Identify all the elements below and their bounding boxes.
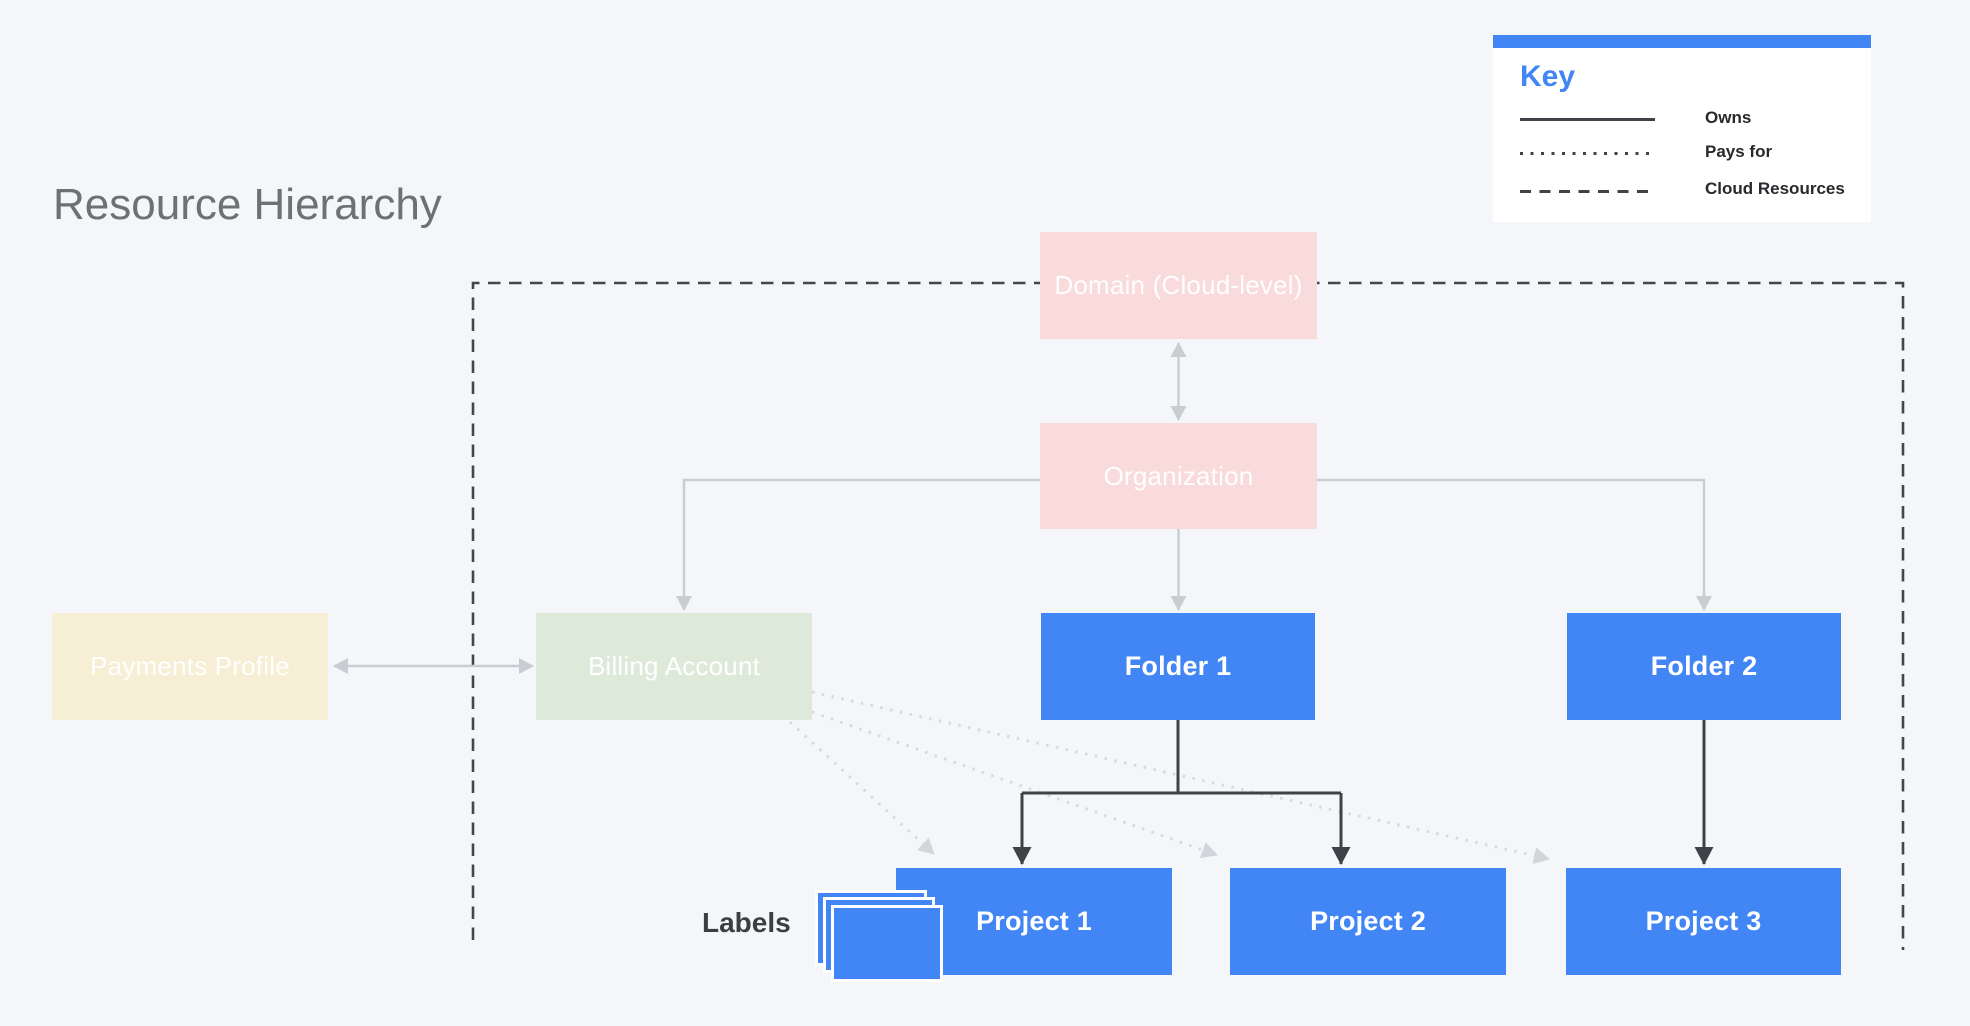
node-domain-label: Domain (Cloud-level) [1054, 270, 1303, 300]
node-project2-label: Project 2 [1310, 906, 1426, 936]
node-project3: Project 3 [1566, 868, 1841, 975]
legend-accent-bar [1493, 35, 1871, 48]
legend-dashed-line-swatch [1520, 190, 1655, 193]
legend-dotted-line-swatch [1520, 152, 1655, 155]
node-payments-profile: Payments Profile [52, 613, 328, 720]
page-title: Resource Hierarchy [53, 180, 442, 229]
node-domain: Domain (Cloud-level) [1040, 232, 1317, 339]
legend-body: Key Owns Pays for Cloud Resources [1493, 48, 1871, 222]
node-organization: Organization [1040, 423, 1317, 529]
node-project3-label: Project 3 [1645, 906, 1762, 936]
node-folder1: Folder 1 [1041, 613, 1315, 720]
legend-solid-line-swatch [1520, 118, 1655, 121]
node-project2: Project 2 [1230, 868, 1506, 975]
legend-title: Key [1520, 60, 1576, 93]
node-billing-account: Billing Account [536, 613, 812, 720]
node-folder2-label: Folder 2 [1650, 651, 1758, 681]
node-project1-label: Project 1 [976, 906, 1092, 936]
node-payments-profile-label: Payments Profile [90, 651, 290, 681]
label-card-front-icon [831, 905, 943, 982]
edge-billing-pays-project2 [811, 710, 1218, 859]
node-organization-label: Organization [1103, 460, 1254, 491]
legend-key: Key Owns Pays for Cloud Resources [1493, 35, 1871, 222]
legend-label-cloud-resources: Cloud Resources [1705, 179, 1845, 198]
node-folder1-label: Folder 1 [1124, 651, 1232, 681]
labels-annotation: Labels [702, 907, 791, 938]
legend-label-owns: Owns [1705, 108, 1752, 127]
labels-stack-icon [815, 890, 948, 985]
edge-folder1-split [1022, 720, 1341, 795]
node-billing-account-label: Billing Account [587, 651, 761, 681]
legend-label-pays-for: Pays for [1705, 142, 1773, 161]
edge-organization-billing-account [676, 478, 1041, 611]
edge-billing-pays-project1 [788, 720, 936, 856]
node-folder2: Folder 2 [1567, 613, 1841, 720]
edge-organization-folder2 [1317, 478, 1712, 611]
